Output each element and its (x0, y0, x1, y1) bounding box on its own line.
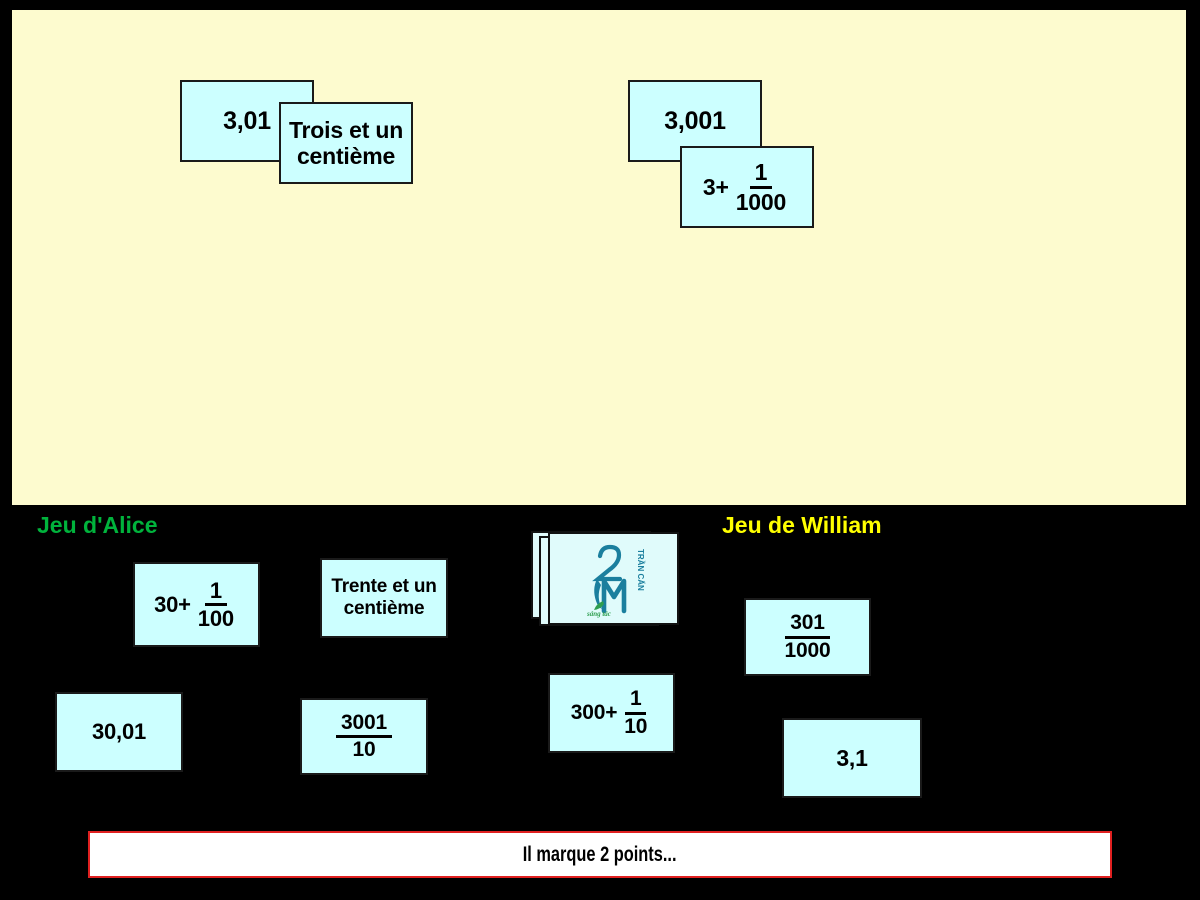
card-value-text: 30,01 (91, 719, 147, 745)
fraction-expression: 300+ 1 10 (571, 688, 652, 737)
fraction: 301 1000 (780, 612, 836, 661)
fraction-lead: 300+ (570, 700, 618, 724)
fraction-lead: 30+ (154, 591, 191, 617)
card-value-text: 3,01 (223, 106, 271, 135)
fraction-expression: 30+ 1 100 (154, 579, 239, 630)
fraction: 1 10 (619, 688, 652, 737)
played-card-words-trois-et-un-centieme[interactable]: Trois et un centième (279, 102, 413, 184)
william-card-3-1[interactable]: 3,1 (782, 718, 922, 798)
card-word-text: Trente et un centième (331, 576, 437, 619)
fraction: 3001 10 (336, 711, 392, 761)
alice-card-30-01[interactable]: 30,01 (55, 692, 183, 772)
svg-text:TRẦN CẨN: TRẦN CẨN (636, 549, 646, 591)
fraction-denominator: 1000 (784, 638, 831, 662)
fraction-numerator: 301 (785, 612, 830, 639)
william-card-301-sur-1000[interactable]: 301 1000 (744, 598, 871, 676)
alice-card-3001-sur-10[interactable]: 3001 10 (300, 698, 428, 775)
fraction-denominator: 10 (352, 738, 376, 761)
fraction-numerator: 1 (749, 160, 773, 189)
fraction-numerator: 1 (625, 688, 647, 715)
status-message-bar: Il marque 2 points... (88, 831, 1112, 878)
fraction-numerator: 1 (204, 579, 227, 606)
fraction-expression: 301 1000 (780, 612, 836, 661)
fraction-expression: 3+ 1 1000 (703, 160, 791, 213)
fraction-denominator: 1000 (735, 188, 787, 215)
william-card-300-plus-1-sur-10[interactable]: 300+ 1 10 (548, 673, 675, 753)
card-value-text: 3,1 (836, 744, 868, 771)
svg-text:sáng tác: sáng tác (586, 610, 611, 618)
card-word-text: Trois et un centième (288, 116, 404, 169)
player-label-alice: Jeu d'Alice (37, 512, 158, 538)
play-area: 3,01 Trois et un centième 3,001 3+ 1 100… (12, 10, 1186, 505)
card-value-text: 3,001 (664, 106, 726, 135)
played-card-fraction-3-plus-1-sur-1000[interactable]: 3+ 1 1000 (680, 146, 814, 228)
alice-card-30-plus-1-sur-100[interactable]: 30+ 1 100 (133, 562, 260, 647)
draw-deck[interactable]: TRẦN CẨN sáng tác (531, 531, 681, 626)
fraction-lead: 3+ (702, 173, 729, 200)
fraction: 1 1000 (731, 160, 791, 213)
status-message-text: Il marque 2 points... (523, 842, 677, 866)
alice-card-trente-et-un-centieme[interactable]: Trente et un centième (320, 558, 448, 638)
fraction: 1 100 (193, 579, 239, 630)
deck-logo-icon: TRẦN CẨN sáng tác (581, 539, 647, 619)
deck-card-top[interactable]: TRẦN CẨN sáng tác (548, 532, 679, 625)
player-label-william: Jeu de William (722, 512, 882, 538)
fraction-numerator: 3001 (336, 711, 392, 738)
fraction-denominator: 100 (197, 606, 234, 631)
fraction-expression: 3001 10 (336, 711, 392, 761)
fraction-denominator: 10 (624, 714, 648, 738)
